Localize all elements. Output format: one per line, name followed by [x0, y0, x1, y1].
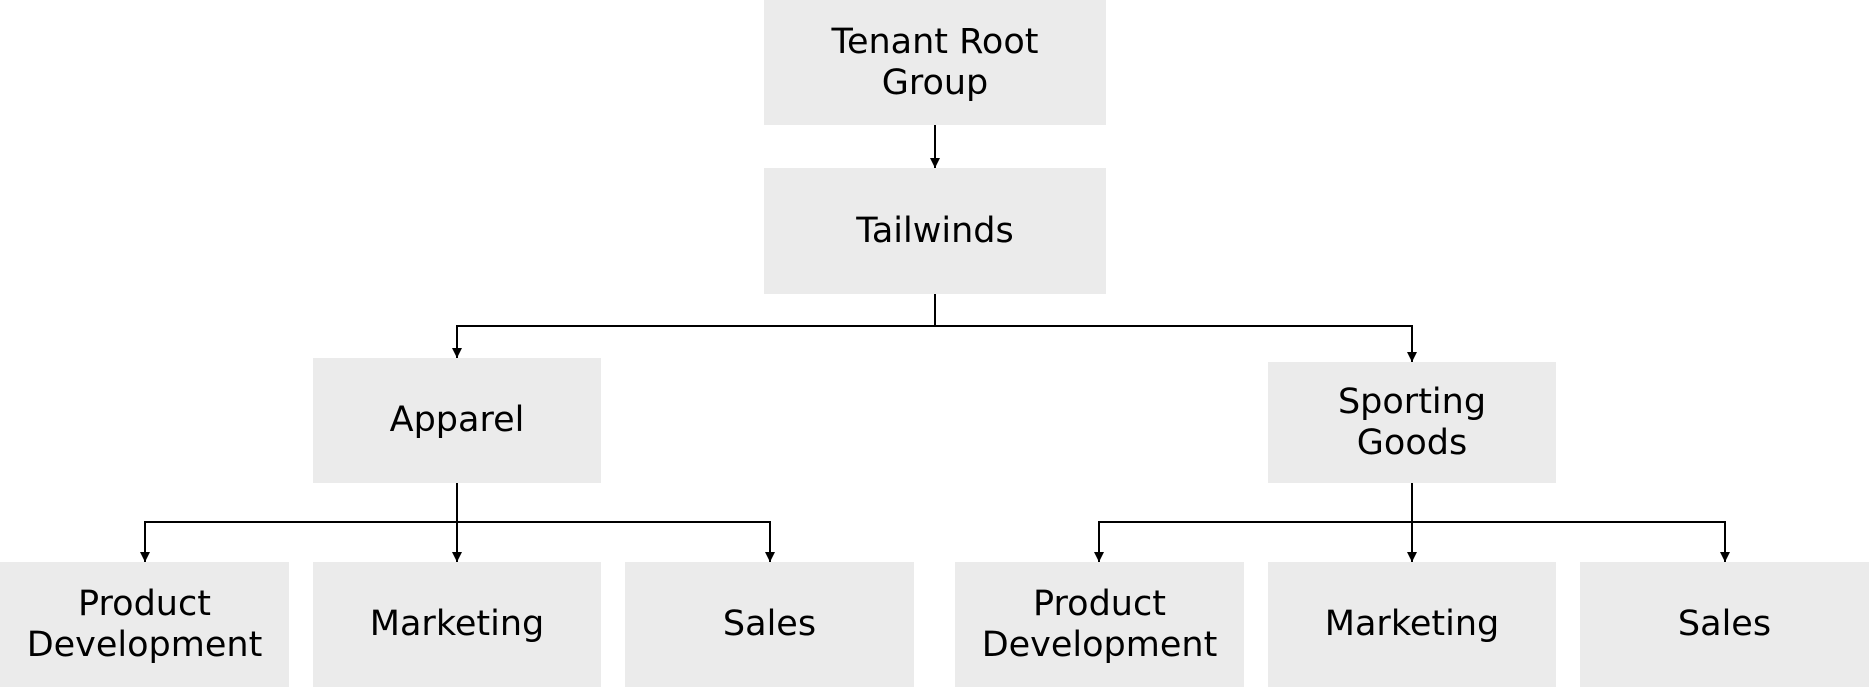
- node-apparel-sales: Sales: [625, 562, 914, 687]
- node-sporting-goods: Sporting Goods: [1268, 362, 1556, 483]
- node-label: Marketing: [369, 604, 545, 644]
- node-label: Sales: [1677, 604, 1772, 644]
- edge-sporting-goods-to-product-development: [1094, 521, 1412, 562]
- node-tailwinds: Tailwinds: [764, 168, 1106, 294]
- node-sporting-goods-sales: Sales: [1580, 562, 1869, 687]
- node-sporting-goods-marketing: Marketing: [1268, 562, 1556, 687]
- node-label: Marketing: [1324, 604, 1500, 644]
- edge-tailwinds-to-sporting-goods: [935, 325, 1417, 362]
- node-label: Apparel: [389, 400, 525, 440]
- node-label: Product Development: [981, 583, 1218, 665]
- node-apparel: Apparel: [313, 358, 601, 483]
- node-apparel-marketing: Marketing: [313, 562, 601, 687]
- edge-tailwinds-to-apparel: [452, 294, 936, 358]
- node-label: Sales: [722, 604, 817, 644]
- node-tenant-root-group: Tenant Root Group: [764, 0, 1106, 125]
- node-label: Sporting Goods: [1337, 381, 1487, 463]
- node-label: Tailwinds: [856, 210, 1014, 251]
- edge-sporting-goods-to-sales: [1412, 521, 1730, 562]
- edge-apparel-to-product-development: [140, 521, 457, 562]
- node-label: Tenant Root Group: [831, 21, 1039, 103]
- edge-apparel-to-sales: [457, 521, 775, 562]
- node-label: Product Development: [26, 583, 263, 665]
- node-sporting-goods-product-development: Product Development: [955, 562, 1244, 687]
- node-apparel-product-development: Product Development: [0, 562, 289, 687]
